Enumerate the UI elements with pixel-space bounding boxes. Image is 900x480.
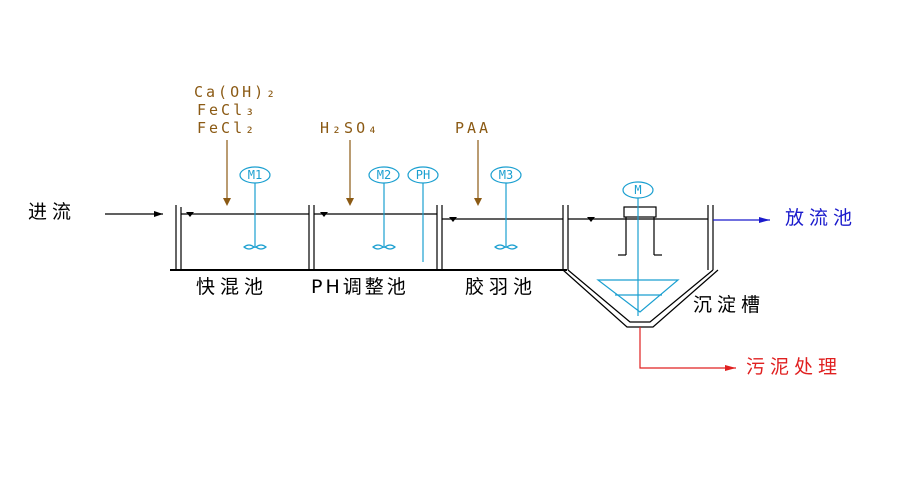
inlet-label: 进流 (28, 201, 77, 223)
svg-text:M1: M1 (248, 168, 262, 182)
center-well (618, 206, 662, 256)
tank-label-flocculation: 胶羽池 (465, 276, 538, 298)
tank-label-ph-adjust: PH调整池 (311, 276, 409, 298)
tank-label-sedimentation: 沉淀槽 (693, 294, 766, 316)
chemical-tank1-line3: FeCl₂ (197, 119, 258, 137)
outlet-label: 放流池 (785, 207, 858, 229)
sedimentation-hopper (567, 269, 714, 323)
equipment-labels: M1 M2 PH M3 M (248, 168, 642, 197)
svg-text:M: M (634, 183, 641, 197)
chemical-tank3: PAA (455, 119, 492, 137)
svg-text:PH: PH (416, 168, 430, 182)
tank-label-rapid-mix: 快混池 (196, 276, 269, 298)
svg-text:M2: M2 (377, 168, 391, 182)
chemical-tank2: H₂SO₄ (320, 119, 381, 137)
tank-walls (175, 205, 714, 270)
chemical-tank1-line1: Ca(OH)₂ (194, 83, 279, 101)
sludge-label: 污泥处理 (746, 356, 843, 378)
water-level-marks (186, 212, 595, 222)
chemical-feed-lines (223, 140, 482, 206)
svg-text:M3: M3 (499, 168, 513, 182)
sludge-line (639, 327, 736, 371)
equipment (239, 166, 680, 316)
chemical-tank1-line2: FeCl₃ (197, 101, 258, 119)
